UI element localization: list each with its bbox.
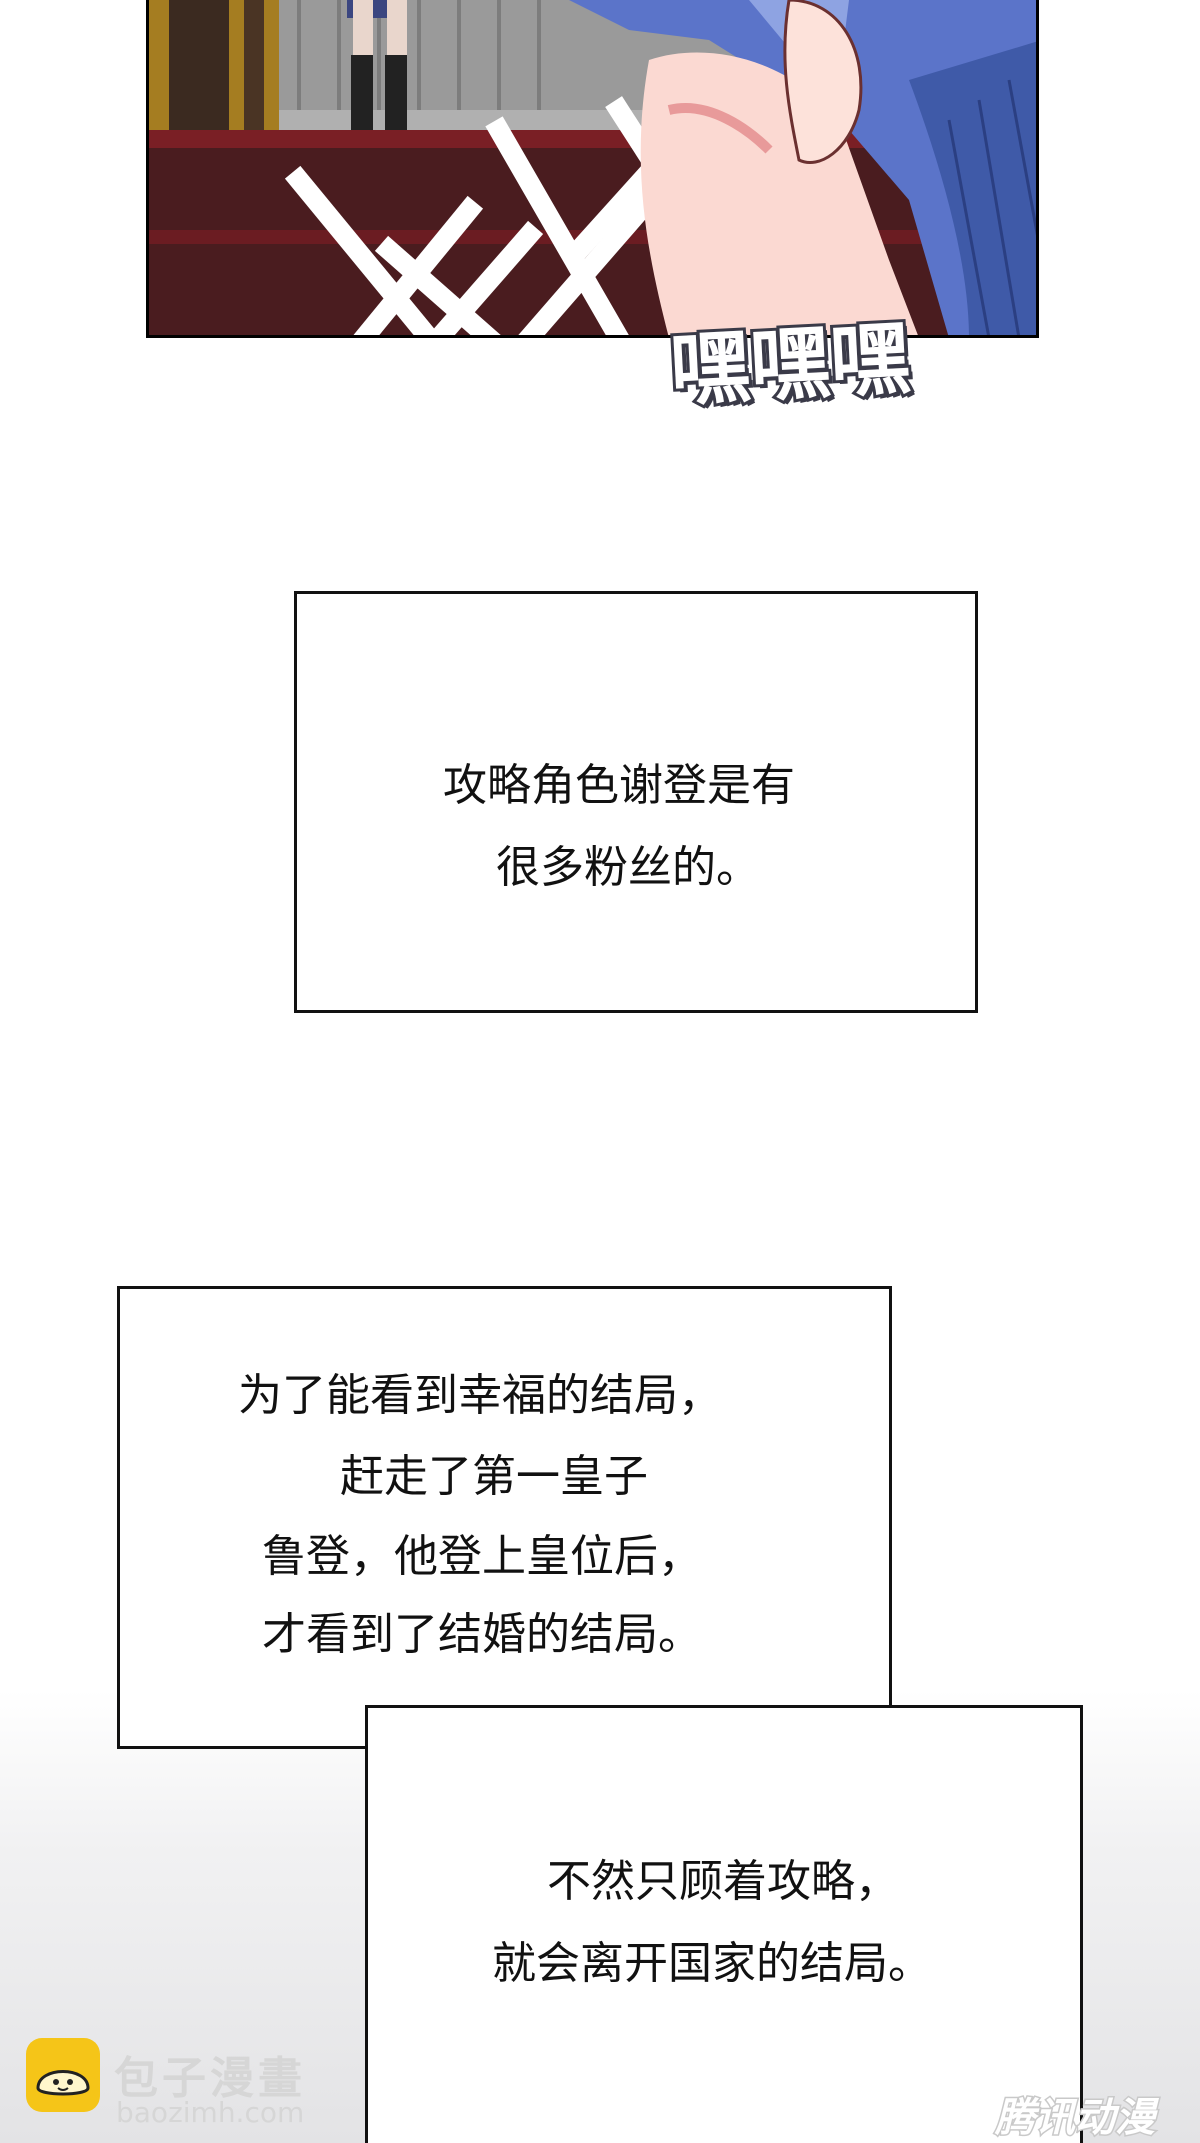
bun-logo-icon — [26, 2038, 100, 2112]
sfx-laugh: 嘿嘿嘿 — [665, 309, 916, 420]
caption-2-line-3: 鲁登，他登上皇位后， — [262, 1531, 702, 1582]
watermark-url: baozimh.com — [116, 2096, 305, 2129]
caption-1-line-2: 很多粉丝的。 — [496, 842, 760, 893]
caption-box-1 — [294, 591, 978, 1013]
caption-2-line-4: 才看到了结婚的结局。 — [262, 1609, 702, 1660]
caption-1-line-1: 攻略角色谢登是有 — [443, 760, 795, 811]
caption-3-line-2: 就会离开国家的结局。 — [492, 1938, 932, 1989]
comic-panel-top — [146, 0, 1039, 338]
panel-illustration — [149, 0, 1036, 335]
caption-box-3 — [365, 1705, 1083, 2143]
watermark-tencent: 腾讯动漫 — [994, 2094, 1157, 2143]
watermark-baozimh: 包子漫畫 baozimh.com — [24, 2036, 304, 2129]
caption-2-line-1: 为了能看到幸福的结局， — [238, 1370, 722, 1421]
caption-3-line-1: 不然只顾着攻略， — [547, 1856, 899, 1907]
watermark-name: 包子漫畫 — [114, 2053, 306, 2104]
box-join-cover — [368, 1743, 889, 1753]
caption-2-line-2: 赶走了第一皇子 — [340, 1451, 648, 1502]
caption-box-2 — [117, 1286, 892, 1749]
